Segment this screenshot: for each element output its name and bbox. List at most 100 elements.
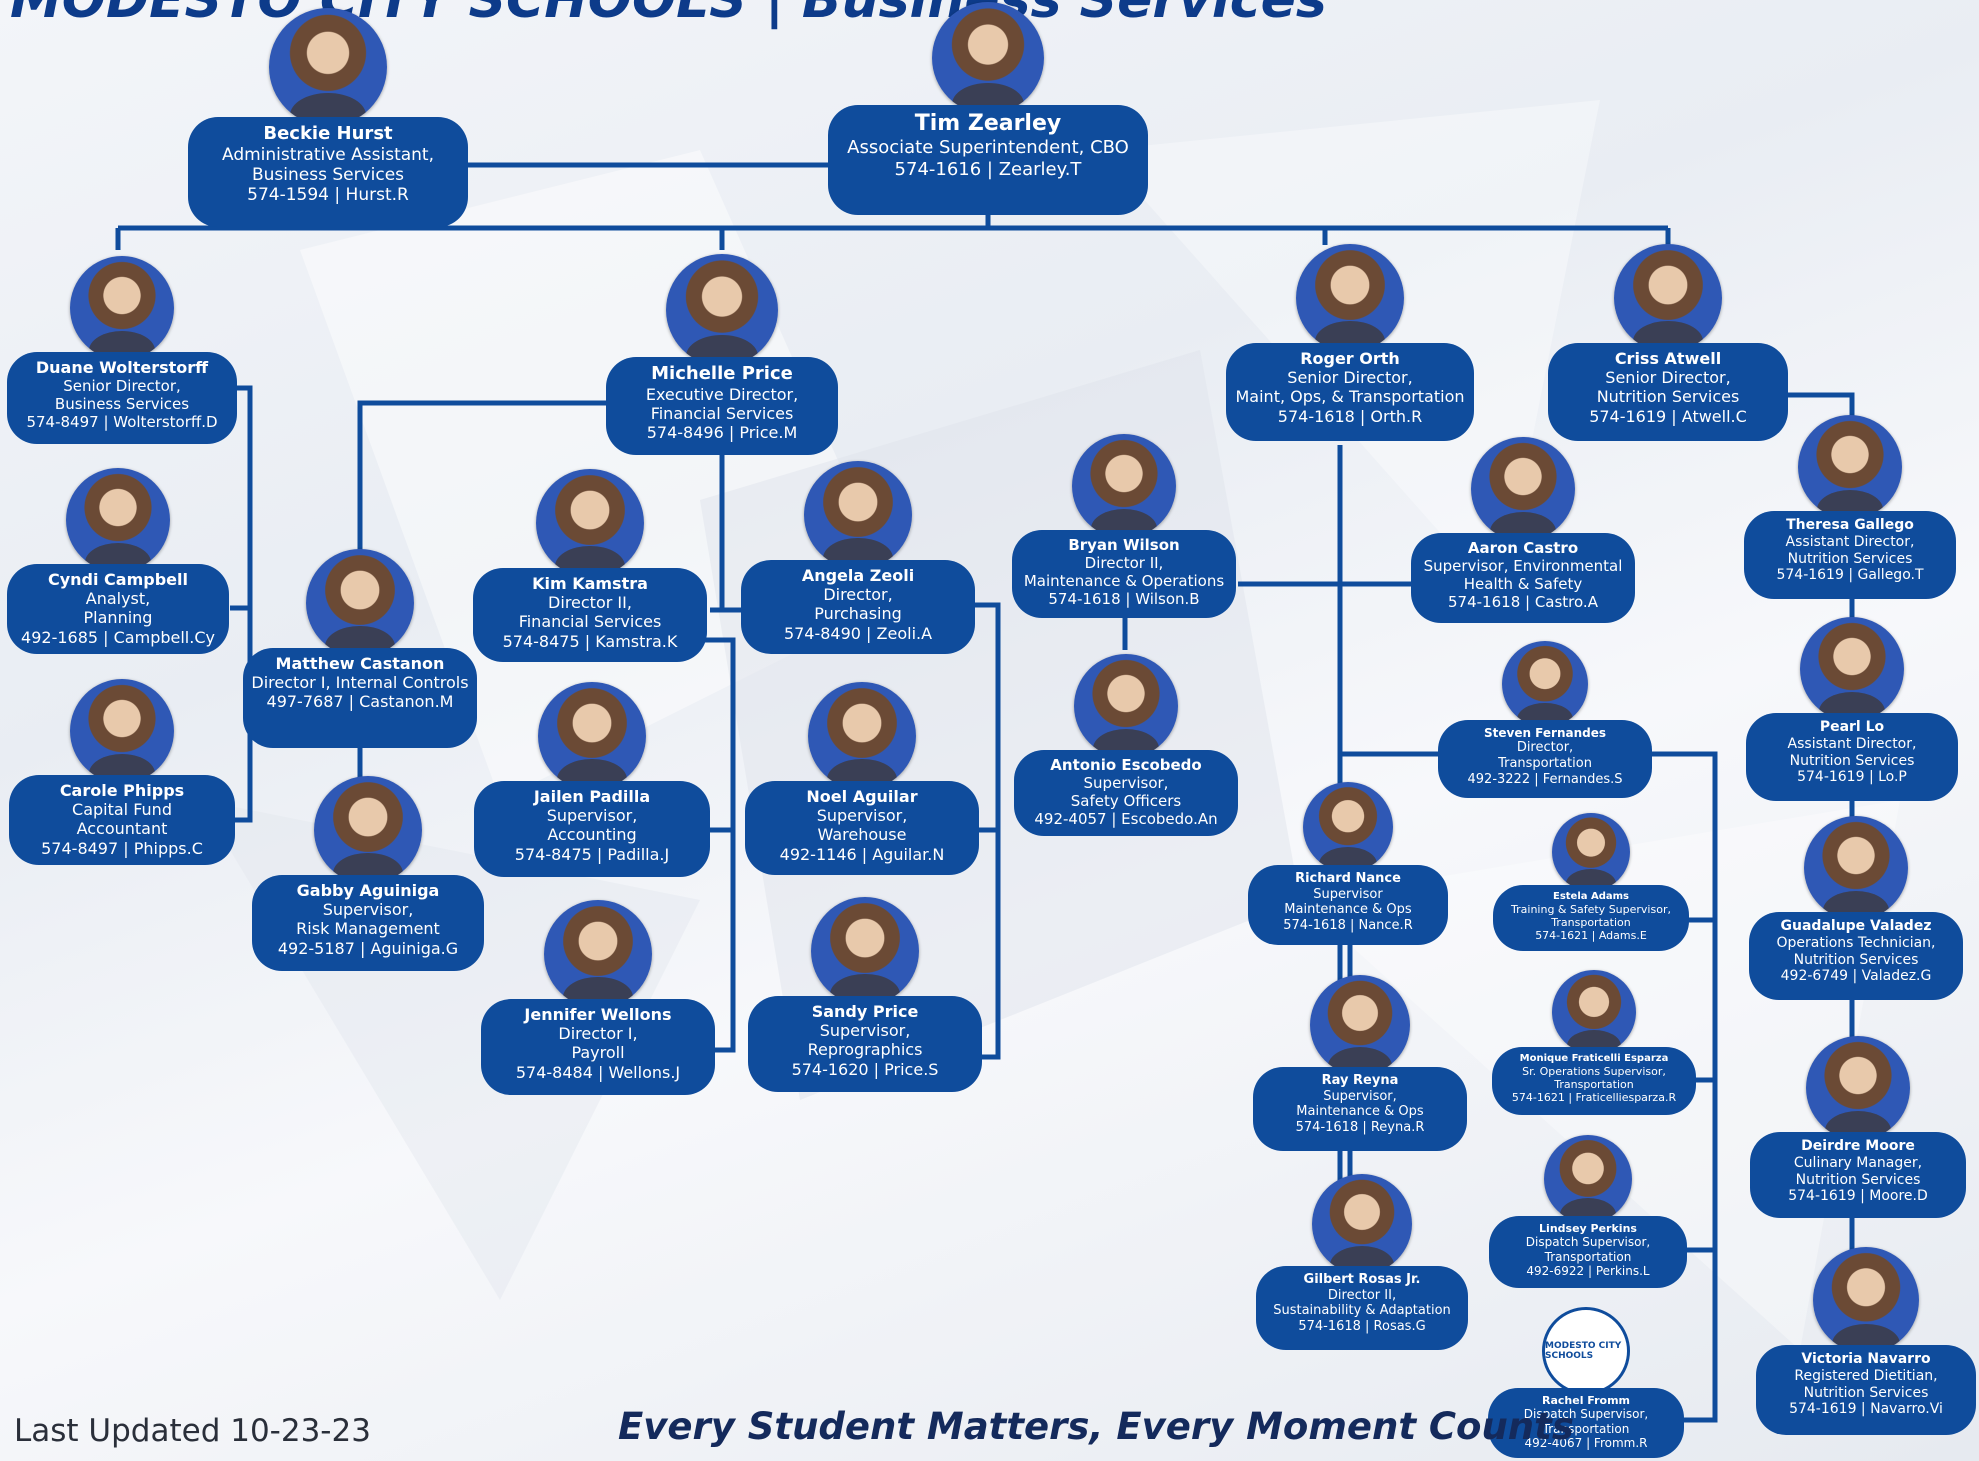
person-detail-line: Payroll [571,1043,625,1063]
person-detail-line: Administrative Assistant, [222,144,434,165]
person-name: Criss Atwell [1614,349,1722,368]
person-detail-line: Maintenance & Ops [1284,902,1412,918]
person-name: Estela Adams [1552,891,1630,902]
person-detail-line: Nutrition Services [1803,1384,1929,1401]
person-name: Monique Fraticelli Esparza [1519,1053,1669,1064]
person-photo [1806,1036,1910,1141]
person-detail-line: Culinary Manager, [1793,1154,1923,1171]
person-detail-line: Director II, [548,593,632,613]
person-photo [544,899,652,1008]
person-detail-line: Senior Director, [1287,368,1413,388]
person-detail-line: 574-1616 | Zearley.T [894,158,1082,180]
person-detail-line: Supervisor, [322,900,414,920]
person-photo [666,253,778,366]
person-detail-line: Executive Director, [645,384,799,404]
person-photo [804,460,912,569]
person-photo [1813,1247,1919,1354]
person-detail-line: Health & Safety [1463,575,1583,593]
person-detail-line: Financial Services [518,612,662,632]
person-photo [932,1,1044,114]
person-detail-line: Supervisor, [819,1021,911,1041]
person-detail-line: Registered Dietitian, [1794,1367,1938,1384]
person-detail-line: Supervisor, [546,806,638,826]
person-detail-line: Senior Director, [1605,368,1731,388]
person-photo [66,468,170,573]
person-detail-line: Nutrition Services [1787,550,1913,567]
person-detail-line: Sr. Operations Supervisor, [1522,1065,1666,1078]
person-detail-line: Safety Officers [1070,792,1182,810]
person-detail-line: Nutrition Services [1793,951,1919,968]
person-detail-line: Assistant Director, [1787,735,1917,752]
person-detail-line: Supervisor, [816,806,908,826]
person-name: Michelle Price [651,363,793,384]
person-photo [1310,975,1410,1075]
person-detail-line: 574-1594 | Hurst.R [247,185,409,206]
person-photo [70,679,174,784]
person-photo [1074,654,1178,759]
person-photo [1296,243,1404,352]
person-detail-line: Senior Director, [63,377,181,396]
person-name: Cyndi Campbell [47,570,188,589]
person-photo [1614,243,1722,352]
person-detail-line: 492-5187 | Aguiniga.G [277,938,459,958]
tagline: Every Student Matters, Every Moment Coun… [618,1405,1574,1448]
person-photo [1804,816,1908,921]
person-detail-line: Director II, [1327,1287,1397,1303]
person-detail-line: Business Services [251,164,405,185]
person-detail-line: Nutrition Services [1789,752,1915,769]
person-photo [306,548,414,657]
school-logo: MODESTO CITY SCHOOLS [1542,1307,1630,1396]
person-detail-line: Supervisor [1313,886,1383,902]
person-detail-line: Director, [823,585,893,605]
person-detail-line: 574-1618 | Castro.A [1448,593,1598,611]
person-photo [1798,415,1902,520]
person-name: Ray Reyna [1321,1073,1399,1088]
person-detail-line: 492-1685 | Campbell.Cy [21,627,215,647]
person-detail-line: 574-1618 | Rosas.G [1298,1318,1426,1334]
person-detail-line: Nutrition Services [1795,1171,1921,1188]
person-detail-line: 497-7687 | Castanon.M [266,692,454,712]
person-detail-line: Nutrition Services [1596,387,1740,407]
person-detail-line: Transportation [1544,1249,1632,1264]
person-name: Gilbert Rosas Jr. [1303,1272,1421,1287]
person-detail-line: 574-1618 | Nance.R [1283,917,1413,933]
person-detail-line: Director II, [1084,554,1164,572]
person-photo [1312,1174,1412,1274]
person-detail-line: Warehouse [817,825,907,845]
person-detail-line: 574-1619 | Atwell.C [1589,406,1747,426]
person-detail-line: Operations Technician, [1776,934,1936,951]
person-detail-line: Assistant Director, [1785,533,1915,550]
person-detail-line: Transportation [1498,755,1592,771]
person-detail-line: 574-8475 | Padilla.J [514,844,670,864]
page-title: MODESTO CITY SCHOOLS | Business Services [10,0,1327,30]
person-detail-line: Transportation [1551,916,1631,930]
person-detail-line: 574-1619 | Lo.P [1797,769,1907,786]
person-photo [538,681,646,790]
person-detail-line: 492-4057 | Escobedo.An [1034,810,1218,828]
person-detail-line: Risk Management [296,919,440,939]
person-detail-line: 574-8497 | Phipps.C [41,838,203,858]
person-detail-line: Director, [1516,740,1574,756]
person-photo [1471,437,1575,542]
person-name: Steven Fernandes [1483,726,1607,740]
